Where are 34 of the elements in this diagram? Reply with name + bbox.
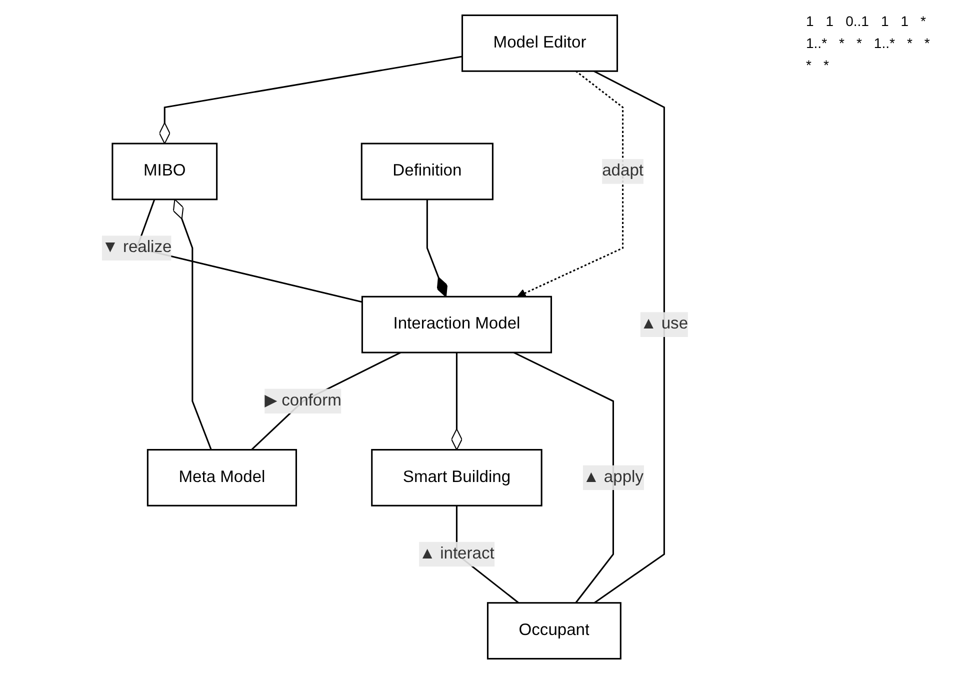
- class-box: Definition: [360, 142, 494, 200]
- multiplicity-label: 1: [806, 13, 814, 29]
- edge-label: ▼ realize: [102, 235, 172, 260]
- class-box: Interaction Model: [361, 295, 552, 353]
- multiplicity-label: *: [856, 35, 862, 51]
- edge-label: ▶ conform: [264, 388, 342, 414]
- class-box: Meta Model: [146, 448, 297, 506]
- edge-label: ▲ interact: [419, 541, 494, 566]
- multiplicity-label: *: [839, 35, 844, 51]
- edge-label: adapt: [602, 158, 644, 184]
- edge-label: ▲ use: [640, 312, 688, 336]
- class-box: Model Editor: [461, 14, 618, 72]
- multiplicity-label: 1: [826, 13, 834, 29]
- multiplicity-label: 1..*: [806, 35, 828, 51]
- multiplicity-label: 1: [880, 13, 889, 29]
- aggregation-line: [451, 352, 462, 450]
- class-box: Smart Building: [371, 448, 542, 506]
- edge-label: ▲ apply: [582, 464, 644, 490]
- multiplicity-label: 0..1: [846, 13, 869, 29]
- aggregation-line: [426, 198, 448, 297]
- multiplicity-label: *: [924, 35, 930, 51]
- multiplicity-label: *: [920, 13, 926, 29]
- aggregation-line: [158, 55, 462, 144]
- aggregation-line: [172, 198, 212, 450]
- multiplicity-label: 1: [900, 13, 909, 29]
- class-box: Occupant: [486, 602, 622, 659]
- association-line: [513, 351, 614, 603]
- multiplicity-label: *: [906, 35, 912, 51]
- multiplicity-label: *: [823, 57, 829, 73]
- multiplicity-label: 1..*: [874, 35, 895, 51]
- arrow: [516, 70, 624, 297]
- association-line: [594, 70, 665, 603]
- multiplicity-label: *: [806, 57, 812, 73]
- class-box: MIBO: [112, 142, 218, 200]
